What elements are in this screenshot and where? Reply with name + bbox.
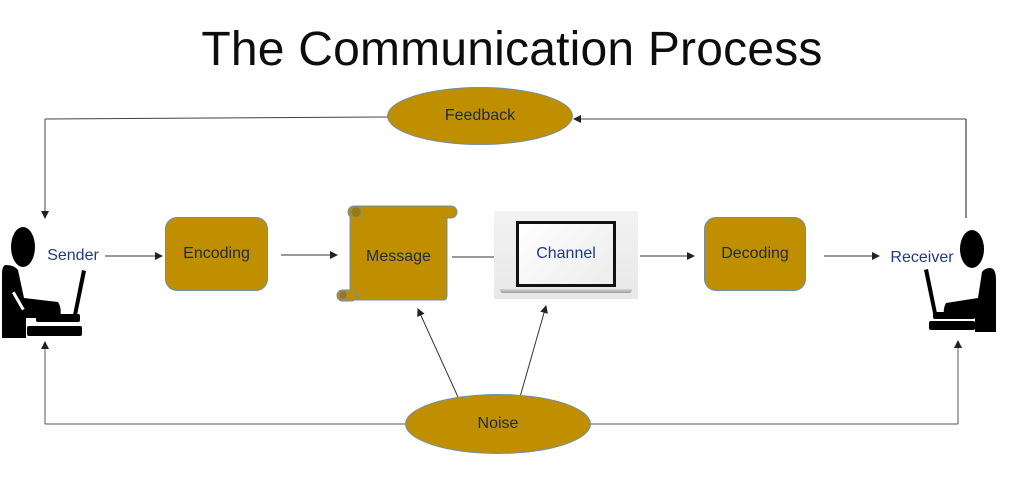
diagram-title: The Communication Process xyxy=(201,23,823,76)
decoding-node: Decoding xyxy=(704,217,806,291)
decoding-label: Decoding xyxy=(721,245,789,262)
arrow-noise-to-message xyxy=(417,308,459,398)
encoding-node: Encoding xyxy=(165,217,268,291)
channel-node: Channel xyxy=(494,211,638,299)
sender-person-icon xyxy=(2,227,86,338)
channel-label: Channel xyxy=(536,245,596,262)
message-label: Message xyxy=(366,248,431,265)
noise-label: Noise xyxy=(477,415,519,432)
laptop-screen-icon: Channel xyxy=(516,221,616,287)
message-scroll-icon xyxy=(336,205,458,302)
receiver-label: Receiver xyxy=(890,249,954,266)
noise-node: Noise xyxy=(405,394,591,454)
encoding-label: Encoding xyxy=(183,245,250,262)
sender-label: Sender xyxy=(47,247,99,264)
arrow-feedback-to-sender-horizontal xyxy=(44,116,389,120)
arrow-noise-to-channel xyxy=(519,305,548,398)
receiver-person-icon xyxy=(924,230,996,332)
feedback-node: Feedback xyxy=(387,87,573,145)
feedback-label: Feedback xyxy=(444,107,516,124)
laptop-base-icon xyxy=(500,289,632,293)
